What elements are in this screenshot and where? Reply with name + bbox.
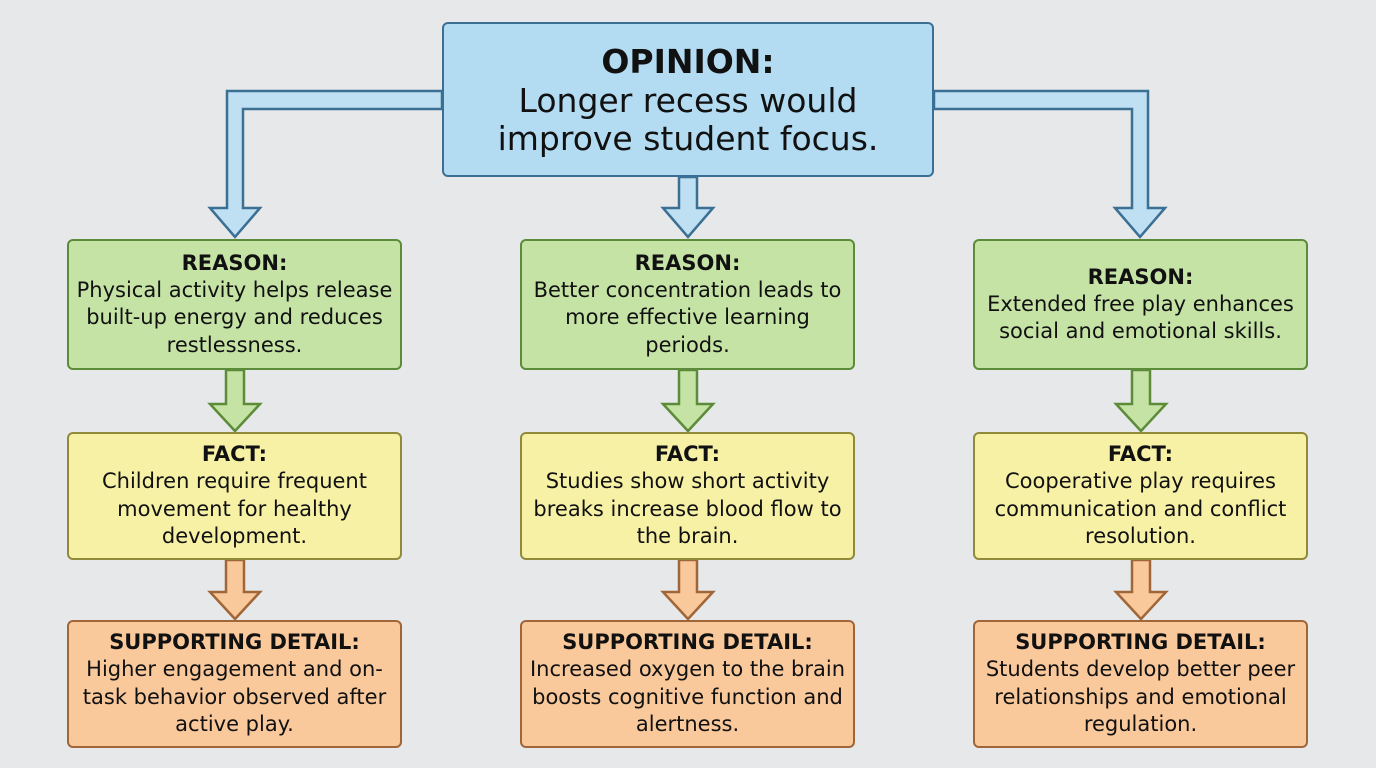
- arrow-opinion-to-reason-3: [932, 89, 1168, 239]
- reason-text: Physical activity helps release built-up…: [76, 277, 393, 357]
- reason-box-1: REASON: Physical activity helps release …: [67, 239, 402, 370]
- supporting-detail-box-1: SUPPORTING DETAIL: Higher engagement and…: [67, 620, 402, 748]
- reason-text: Extended free play enhances social and e…: [987, 291, 1294, 344]
- reason-label: REASON:: [181, 250, 288, 275]
- reason-box-2: REASON: Better concentration leads to mo…: [520, 239, 855, 370]
- fact-text: Children require frequent movement for h…: [102, 469, 367, 549]
- supporting-detail-text: Higher engagement and on-task behavior o…: [82, 657, 387, 737]
- fact-label: FACT:: [654, 442, 721, 467]
- fact-label: FACT:: [1107, 442, 1174, 467]
- supporting-detail-label: SUPPORTING DETAIL:: [1015, 630, 1266, 655]
- fact-box-3: FACT: Cooperative play requires communic…: [973, 432, 1308, 560]
- reason-text: Better concentration leads to more effec…: [533, 277, 842, 357]
- reason-label: REASON:: [1087, 264, 1194, 289]
- arrow-fact-to-detail-3: [1113, 558, 1169, 621]
- supporting-detail-text: Increased oxygen to the brain boosts cog…: [529, 657, 846, 737]
- fact-box-2: FACT: Studies show short activity breaks…: [520, 432, 855, 560]
- arrow-reason-to-fact-2: [660, 368, 716, 433]
- arrow-opinion-to-reason-1: [207, 89, 444, 239]
- supporting-detail-label: SUPPORTING DETAIL:: [562, 630, 813, 655]
- arrow-opinion-to-reason-2: [660, 175, 716, 239]
- reason-box-3: REASON: Extended free play enhances soci…: [973, 239, 1308, 370]
- arrow-fact-to-detail-2: [660, 558, 716, 621]
- supporting-detail-label: SUPPORTING DETAIL:: [109, 630, 360, 655]
- supporting-detail-box-3: SUPPORTING DETAIL: Students develop bett…: [973, 620, 1308, 748]
- supporting-detail-box-2: SUPPORTING DETAIL: Increased oxygen to t…: [520, 620, 855, 748]
- opinion-box: OPINION: Longer recess would improve stu…: [442, 22, 934, 177]
- reason-label: REASON:: [634, 250, 741, 275]
- fact-label: FACT:: [201, 442, 268, 467]
- arrow-reason-to-fact-3: [1113, 368, 1169, 433]
- arrow-fact-to-detail-1: [207, 558, 263, 621]
- arrow-reason-to-fact-1: [207, 368, 263, 433]
- supporting-detail-text: Students develop better peer relationshi…: [985, 657, 1296, 737]
- fact-box-1: FACT: Children require frequent movement…: [67, 432, 402, 560]
- opinion-text: Longer recess would improve student focu…: [497, 80, 879, 158]
- fact-text: Studies show short activity breaks incre…: [533, 469, 842, 549]
- opinion-label: OPINION:: [601, 41, 775, 81]
- fact-text: Cooperative play requires communication …: [994, 469, 1287, 549]
